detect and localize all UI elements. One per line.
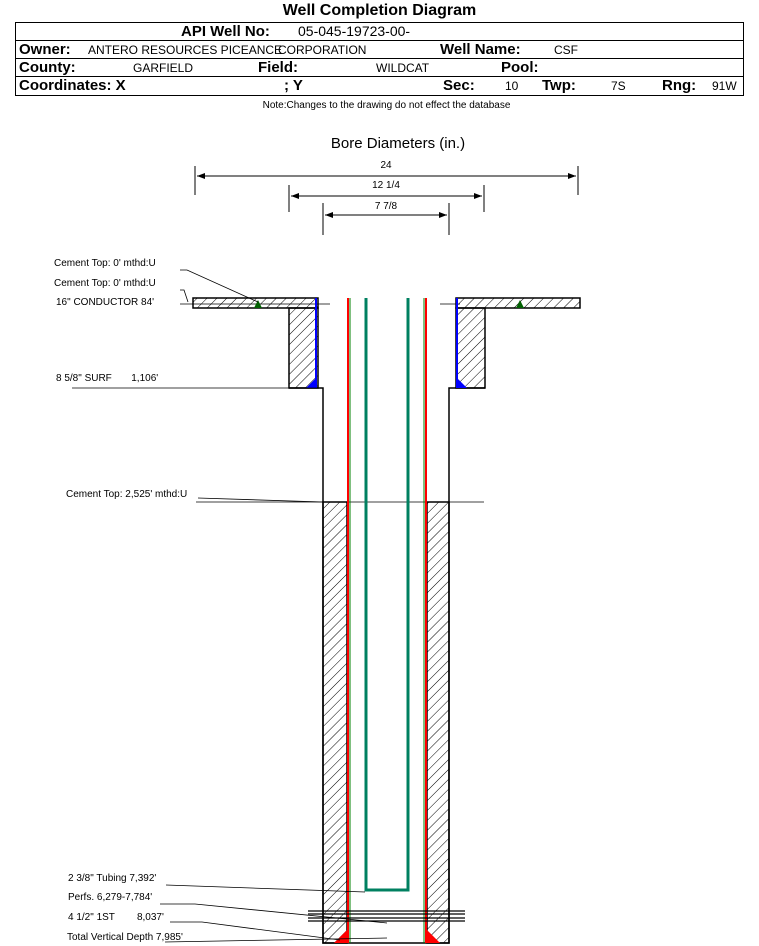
api-label: API Well No: (181, 23, 270, 40)
label-surface-casing: 8 5/8" SURF 1,106' (56, 373, 158, 384)
label-cement-top-2: Cement Top: 0' mthd:U (54, 278, 156, 289)
hole-wall (289, 387, 485, 944)
county-label: County: (19, 59, 76, 76)
label-conductor: 16" CONDUCTOR 84' (56, 297, 154, 308)
county-value: GARFIELD (133, 61, 194, 75)
label-cement-top-3: Cement Top: 2,525' mthd:U (66, 489, 187, 500)
sec-label: Sec: (443, 77, 475, 94)
perforations (308, 910, 465, 922)
field-label: Field: (258, 59, 298, 76)
bore-dimension-lines (194, 166, 579, 235)
tubing (364, 298, 410, 892)
label-perfs: Perfs. 6,279-7,784' (68, 892, 152, 903)
rng-label: Rng: (662, 77, 697, 94)
owner-value: ANTERO RESOURCES PICEANCE (88, 43, 283, 57)
production-casing (334, 298, 440, 943)
well-name-label: Well Name: (440, 41, 521, 58)
y-label: ; Y (284, 77, 303, 94)
api-value: 05-045-19723-00- (298, 23, 411, 39)
bore-title: Bore Diameters (in.) (331, 135, 465, 152)
owner-value-cont: CORPORATION (278, 43, 367, 57)
twp-label: Twp: (542, 77, 576, 94)
cement-sections (192, 297, 581, 944)
bore-24: 24 (380, 160, 392, 171)
field-value: WILDCAT (376, 61, 430, 75)
label-cement-top-1: Cement Top: 0' mthd:U (54, 258, 156, 269)
rng-value: 91W (712, 79, 737, 93)
coordinates-label: Coordinates: X (19, 77, 126, 94)
twp-value: 7S (611, 79, 626, 93)
note: Note:Changes to the drawing do not effec… (262, 100, 511, 111)
well-info-table: API Well No: 05-045-19723-00- Owner: ANT… (15, 22, 744, 96)
well-name-value: CSF (554, 43, 578, 57)
leader-lines (72, 269, 388, 943)
bore-12-1-4: 12 1/4 (372, 180, 400, 191)
label-tvd: Total Vertical Depth 7,985' (67, 932, 183, 943)
bore-7-7-8: 7 7/8 (375, 201, 398, 212)
owner-label: Owner: (19, 41, 71, 58)
page-title: Well Completion Diagram (282, 2, 477, 19)
surface-casing (254, 298, 524, 388)
label-tubing: 2 3/8" Tubing 7,392' (68, 873, 156, 884)
sec-value: 10 (505, 79, 519, 93)
pool-label: Pool: (501, 59, 539, 76)
label-production-casing: 4 1/2" 1ST 8,037' (68, 912, 164, 923)
